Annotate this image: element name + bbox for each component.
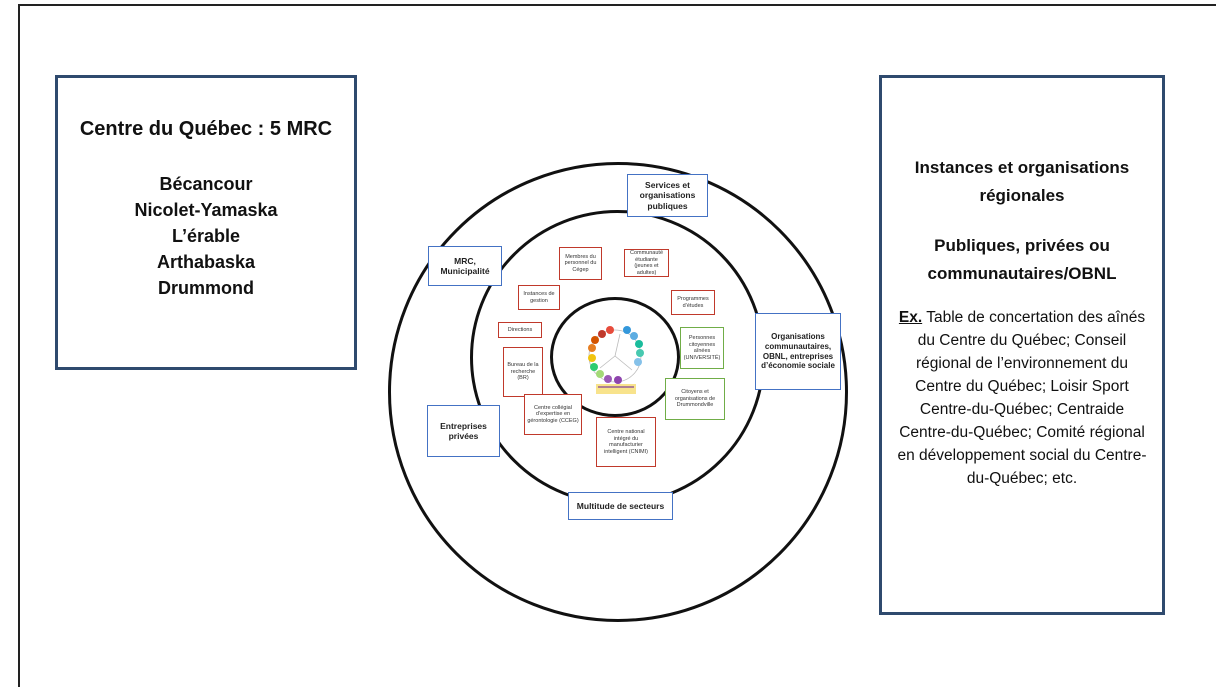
label-personnes-ainees: Personnes citoyennes aînées (UNIVERSITÉ)	[680, 327, 724, 369]
label-instances-gestion: Instances de gestion	[518, 285, 560, 310]
mrc-panel-title: Centre du Québec : 5 MRC	[79, 118, 333, 140]
label-text: Communauté étudiante (jeunes et adultes)	[629, 250, 664, 276]
label-text: Bureau de la recherche (BR)	[507, 362, 539, 382]
label-text: Centre national intégré du manufacturier…	[603, 429, 648, 455]
label-bureau-recherche: Bureau de la recherche (BR)	[503, 347, 543, 397]
regional-heading-line: régionales	[979, 186, 1065, 205]
label-text: Programmes d’études	[677, 296, 709, 309]
label-text: Personnes citoyennes aînées (UNIVERSITÉ)	[683, 335, 721, 361]
label-centre-national: Centre national intégré du manufacturier…	[596, 417, 656, 467]
mrc-item: Bécancour	[159, 174, 253, 194]
label-organisations-communautaires: Organisations communautaires, OBNL, entr…	[755, 313, 841, 390]
label-centre-collegial: Centre collégial d’expertise en gérontol…	[524, 394, 582, 435]
label-text: Organisations communautaires, OBNL, entr…	[761, 332, 835, 371]
label-text: MRC, Municipalité	[440, 255, 490, 277]
mrc-item: Nicolet-Yamaska	[134, 200, 278, 220]
label-text: Directions	[507, 326, 533, 333]
label-text: Multitude de secteurs	[576, 500, 665, 511]
label-text: Centre collégial d’expertise en gérontol…	[527, 404, 579, 424]
label-services-publics: Services et organisations publiques	[627, 174, 708, 217]
label-communaute-etudiante: Communauté étudiante (jeunes et adultes)	[624, 249, 669, 277]
label-text: Membres du personnel du Cégep	[564, 253, 597, 273]
example-label: Ex.	[898, 309, 923, 326]
label-mrc-municipalite: MRC, Municipalité	[428, 246, 502, 286]
label-citoyens-drummondville: Citoyens et organisations de Drummondvil…	[665, 378, 725, 420]
mrc-list: Bécancour Nicolet-Yamaska L’érable Artha…	[58, 171, 354, 301]
regional-heading-line: Instances et organisations	[914, 158, 1130, 177]
regional-subheading-line: communautaires/OBNL	[927, 264, 1117, 283]
label-programmes-etudes: Programmes d’études	[671, 290, 715, 315]
regional-heading: Instances et organisations régionales	[882, 154, 1162, 210]
regional-subheading: Publiques, privées ou communautaires/OBN…	[882, 232, 1162, 288]
regional-panel: Instances et organisations régionales Pu…	[879, 75, 1165, 615]
label-text: Instances de gestion	[523, 291, 555, 304]
label-text: Entreprises privées	[440, 420, 487, 442]
label-multitude-secteurs: Multitude de secteurs	[568, 492, 673, 520]
example-text: Table de concertation des aînés du Centr…	[897, 309, 1147, 487]
mrc-item: L’érable	[171, 226, 241, 246]
mrc-panel: Centre du Québec : 5 MRC Bécancour Nicol…	[55, 75, 357, 370]
mrc-item: Drummond	[158, 278, 254, 298]
label-text: Services et organisations publiques	[639, 179, 696, 211]
label-text: Citoyens et organisations de Drummondvil…	[674, 389, 716, 409]
label-directions: Directions	[498, 322, 542, 338]
regional-subheading-line: Publiques, privées ou	[934, 236, 1110, 255]
cegep-wheel-graphic	[588, 326, 644, 394]
slide-frame	[18, 4, 1216, 687]
label-membres-personnel: Membres du personnel du Cégep	[559, 247, 602, 280]
regional-example: Ex. Table de concertation des aînés du C…	[882, 306, 1162, 490]
mrc-item: Arthabaska	[156, 252, 256, 272]
label-entreprises-privees: Entreprises privées	[427, 405, 500, 457]
